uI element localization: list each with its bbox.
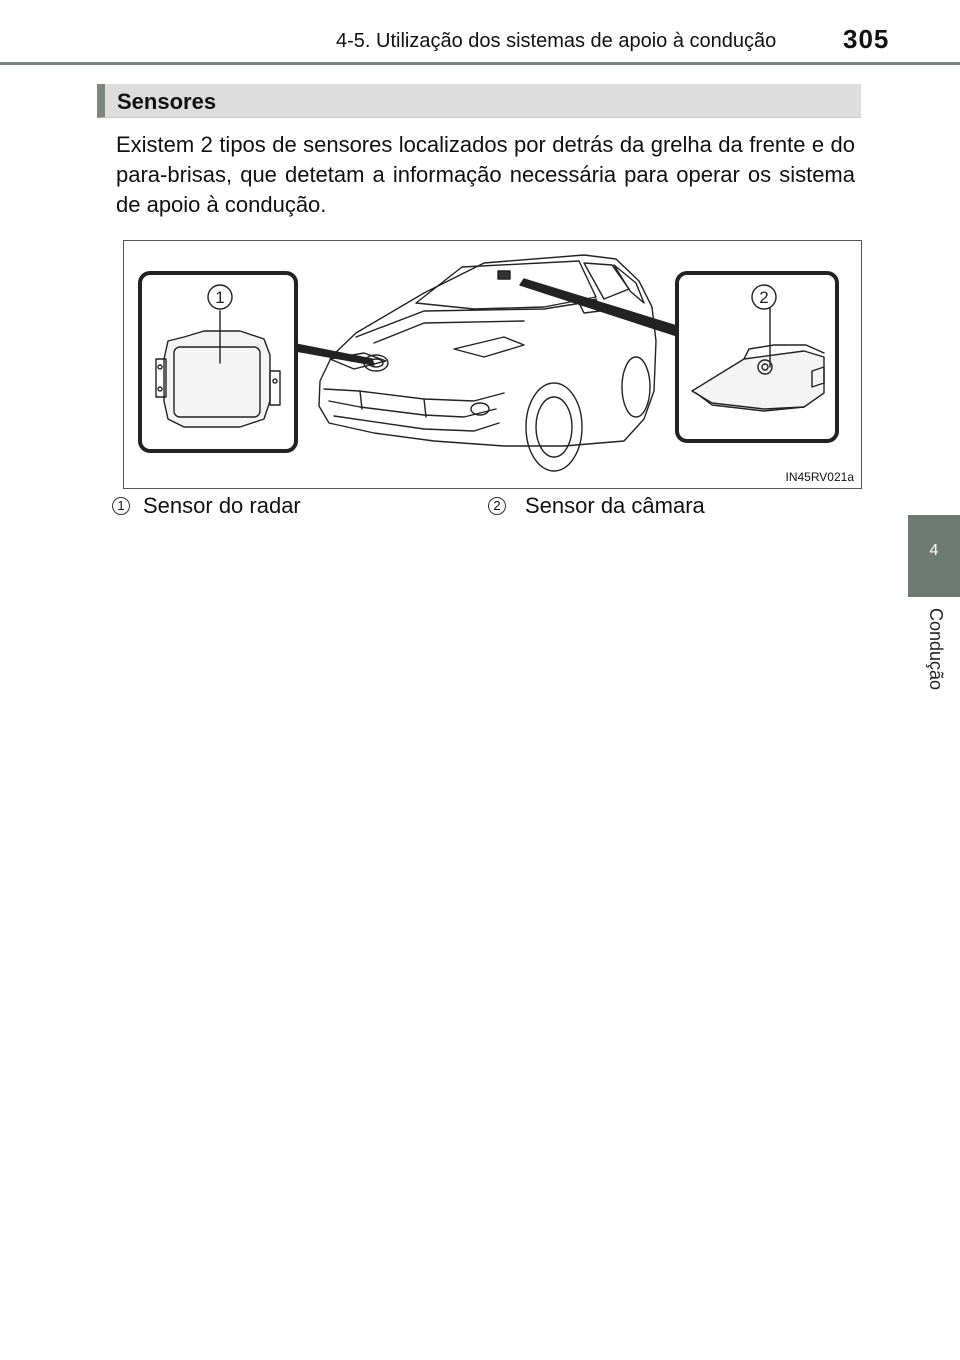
intro-paragraph: Existem 2 tipos de sensores localizados … (116, 132, 855, 217)
callout-circle-1 (207, 284, 233, 310)
page-number: 305 (843, 24, 890, 54)
callout-circle-2 (751, 284, 777, 310)
sensor-illustration: 1 2 IN45RV021a (123, 240, 862, 489)
radar-sensor-drawing (155, 310, 281, 428)
header-rule (0, 62, 960, 65)
windshield-camera-mark (497, 270, 511, 280)
chapter-title: 4-5. Utilização dos sistemas de apoio à … (336, 30, 777, 52)
chapter-tab: 4 (908, 515, 960, 597)
callout-2-label: 2 (759, 288, 768, 307)
car-sensor-drawing: 1 2 (138, 254, 839, 472)
chapter-tab-number: 4 (929, 542, 939, 559)
caption-2-text: Sensor da câmara (525, 493, 705, 518)
callout-1-label: 1 (215, 288, 224, 307)
caption-2-number: 2 (488, 497, 506, 515)
section-heading-text: Sensores (117, 89, 217, 114)
caption-1-text: Sensor do radar (143, 493, 301, 518)
section-heading: Sensores (97, 84, 861, 118)
chapter-tab-label: Condução (926, 608, 946, 691)
radar-pointer-line (295, 343, 375, 366)
car-body (318, 254, 657, 447)
camera-sensor-drawing (691, 304, 825, 412)
caption-1-number: 1 (112, 497, 130, 515)
figure-code: IN45RV021a (785, 470, 855, 484)
